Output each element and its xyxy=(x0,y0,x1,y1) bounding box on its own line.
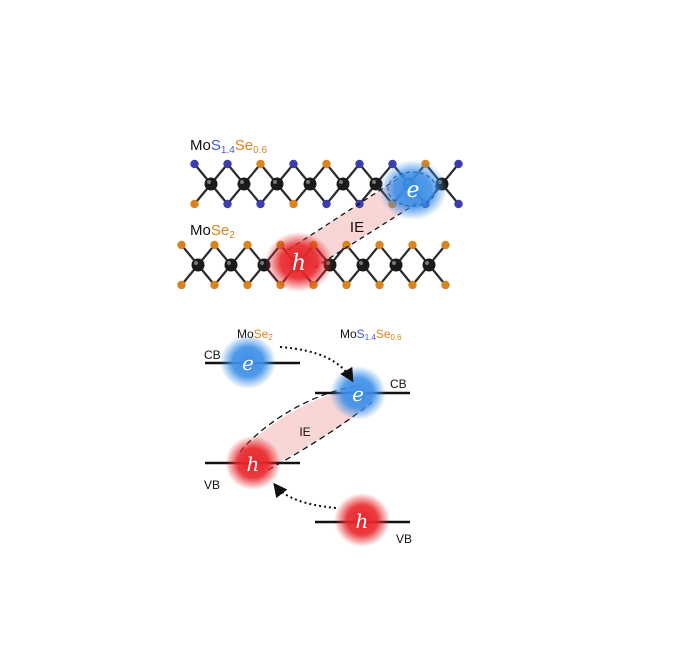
left-electron-symbol: e xyxy=(242,351,254,375)
mo-atom xyxy=(204,177,218,191)
mo-atom-highlight xyxy=(359,261,363,265)
mo-atom-highlight xyxy=(227,261,231,265)
structure-hole-symbol: h xyxy=(292,251,306,276)
chalcogen-atom xyxy=(408,240,417,250)
cb-left-label: CB xyxy=(204,348,221,362)
left-hole-cloud xyxy=(225,436,281,490)
band-exciton-label: IE xyxy=(299,425,310,439)
chalcogen-atom xyxy=(454,199,463,209)
mo-atom xyxy=(389,258,403,272)
chalcogen-atom xyxy=(441,280,450,290)
chalcogen-atom xyxy=(342,280,351,290)
chalcogen-atom xyxy=(289,159,298,169)
mo-atom xyxy=(191,258,205,272)
hole-transfer-arrow xyxy=(273,482,337,509)
chalcogen-atom xyxy=(256,199,265,209)
chalcogen-atom xyxy=(375,240,384,250)
right-hole-cloud xyxy=(334,493,390,547)
mo-atom-highlight xyxy=(339,180,343,184)
mo-atom-highlight xyxy=(207,180,211,184)
chalcogen-atom xyxy=(243,240,252,250)
mo-atom-highlight xyxy=(194,261,198,265)
chalcogen-atom xyxy=(223,159,232,169)
chalcogen-atom xyxy=(190,199,199,209)
chalcogen-atom xyxy=(375,280,384,290)
mo-atom-highlight xyxy=(240,180,244,184)
mo-atom xyxy=(237,177,251,191)
top-layer-label: MoS1.4Se0.6 xyxy=(190,137,267,156)
right-hole-symbol: h xyxy=(356,509,369,533)
left-electron-cloud xyxy=(220,335,276,389)
chalcogen-atom xyxy=(210,240,219,250)
chalcogen-atom xyxy=(342,240,351,250)
chalcogen-atom xyxy=(355,159,364,169)
chalcogen-atom xyxy=(177,240,186,250)
mo-atom xyxy=(270,177,284,191)
mo-atom-highlight xyxy=(260,261,264,265)
chalcogen-atom xyxy=(190,159,199,169)
structure-exciton-label: IE xyxy=(350,219,364,236)
chalcogen-atom xyxy=(322,199,331,209)
chalcogen-atom xyxy=(441,240,450,250)
cb-right-label: CB xyxy=(390,377,407,391)
band-diagram: MoSe2 MoS1.4Se0.6 CB e CB e VB h VB h IE xyxy=(204,327,412,547)
mo-atom-highlight xyxy=(273,180,277,184)
mo-atom xyxy=(356,258,370,272)
chalcogen-atom xyxy=(322,159,331,169)
chalcogen-atom xyxy=(243,280,252,290)
chalcogen-atom xyxy=(210,280,219,290)
chalcogen-atom xyxy=(177,280,186,290)
mo-atom xyxy=(303,177,317,191)
mo-atom xyxy=(422,258,436,272)
atomic-structure: MoS1.4Se0.6 MoSe2 e h IE xyxy=(177,137,463,292)
mo-atom-highlight xyxy=(306,180,310,184)
chalcogen-atom xyxy=(289,199,298,209)
structure-electron-outline xyxy=(387,171,437,207)
mo-atom-highlight xyxy=(372,180,376,184)
mo-atom-highlight xyxy=(425,261,429,265)
chalcogen-atom xyxy=(223,199,232,209)
structure-electron-symbol: e xyxy=(406,178,419,203)
mo-atom-highlight xyxy=(392,261,396,265)
mo-atom xyxy=(336,177,350,191)
electron-transfer-arrow xyxy=(279,346,354,383)
structure-electron-cloud xyxy=(379,160,447,220)
left-hole-symbol: h xyxy=(247,452,260,476)
chalcogen-atom xyxy=(408,280,417,290)
bottom-layer-label: MoSe2 xyxy=(190,222,235,241)
vb-right-label: VB xyxy=(396,532,412,546)
structure-hole-cloud xyxy=(265,232,333,292)
chalcogen-atom xyxy=(454,159,463,169)
right-electron-symbol: e xyxy=(352,382,364,406)
mo-atom xyxy=(224,258,238,272)
right-material-label: MoS1.4Se0.6 xyxy=(340,327,402,342)
chalcogen-atom xyxy=(256,159,265,169)
vb-left-label: VB xyxy=(204,478,220,492)
